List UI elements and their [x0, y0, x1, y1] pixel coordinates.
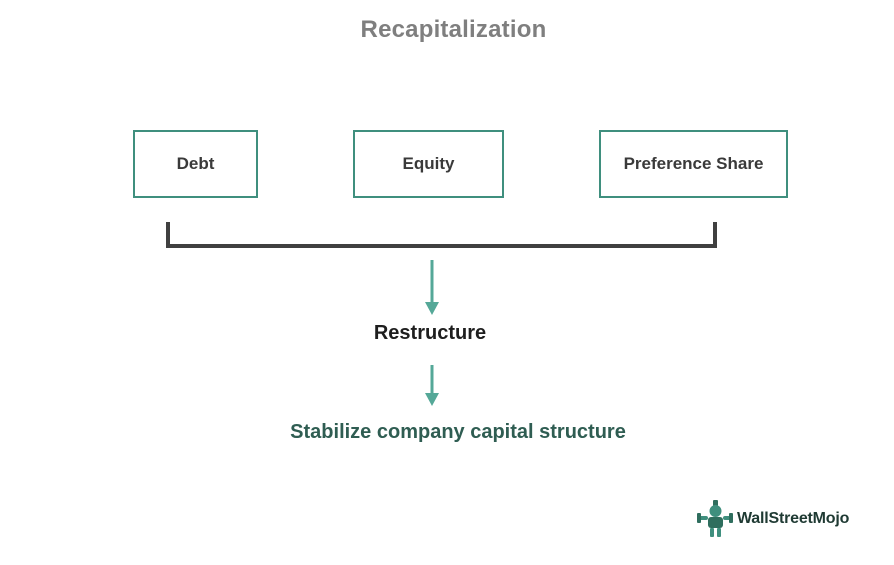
arrow-to-restructure	[425, 260, 439, 315]
source-label-equity: Equity	[402, 154, 455, 173]
arrow-to-result	[425, 365, 439, 406]
diagram-title: Recapitalization	[360, 16, 547, 43]
mascot-icon	[697, 500, 733, 537]
source-label-debt: Debt	[176, 154, 215, 173]
grouping-bracket	[166, 222, 717, 248]
restructure-step: Restructure	[373, 322, 487, 344]
brand-logo-text: WallStreetMojo	[737, 510, 850, 527]
source-label-preference-share: Preference Share	[623, 154, 764, 173]
source-box-equity: Equity	[353, 130, 504, 198]
source-box-debt: Debt	[133, 130, 258, 198]
source-box-preference-share: Preference Share	[599, 130, 788, 198]
brand-logo: WallStreetMojo	[697, 499, 849, 539]
result-statement: Stabilize company capital structure	[290, 421, 626, 443]
